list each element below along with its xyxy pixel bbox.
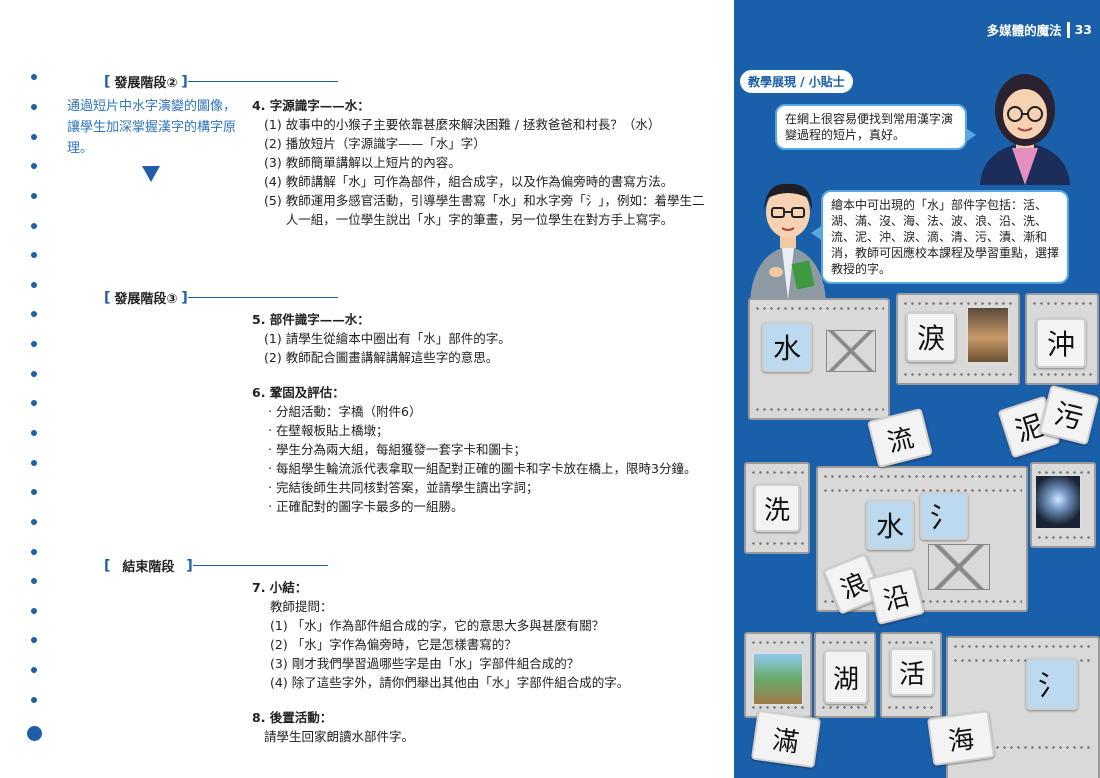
dot — [31, 282, 37, 288]
dot — [31, 578, 37, 584]
speech-bubble-female: 在網上很容易便找到常用漢字演變過程的短片，真好。 — [775, 104, 976, 150]
section-4: 4. 字源識字——水： (1)故事中的小猴子主要依靠甚麼來解決困難 / 拯救爸爸… — [252, 96, 712, 229]
list-item: (4)教師講解「水」可作為部件，組合成字，以及作為偏旁時的書寫方法。 — [264, 174, 674, 189]
picture-card-washing — [1034, 474, 1082, 530]
page-header: 多媒體的魔法 33 — [987, 20, 1092, 39]
char-card: 水 — [866, 500, 914, 550]
dot — [31, 460, 37, 466]
dot — [31, 163, 37, 169]
section-7: 7. 小結： 教師提問： (1)「水」作為部件組合成的字，它的意思大多與甚麼有關… — [252, 578, 712, 692]
char-card: 海 — [926, 709, 996, 767]
dot — [31, 400, 37, 406]
list-item: (1)請學生從繪本中圈出有「水」部件的字。 — [264, 331, 511, 346]
list-item: 請學生回家朗讀水部件字。 — [264, 729, 415, 744]
teacher-male-illustration — [750, 183, 826, 300]
list-item: ‧每組學生輪流派代表拿取一組配對正確的圖卡和字卡放在橋上，限時3分鐘。 — [268, 461, 697, 476]
dot — [31, 252, 37, 258]
list-item: (3)教師簡單講解以上短片的內容。 — [264, 155, 461, 170]
section-intro: 教師提問： — [270, 599, 333, 614]
list-item: (3)剛才我們學習過哪些字是由「水」字部件組合成的？ — [270, 656, 580, 671]
list-item: ‧學生分為兩大組，每組獲發一套字卡和圖卡； — [268, 442, 526, 457]
stage-heading-end: [結束階段] — [104, 556, 328, 575]
picture-card-crying — [966, 306, 1010, 364]
dot — [31, 667, 37, 673]
char-card: 水 — [762, 322, 812, 372]
dot — [31, 104, 37, 110]
dot — [31, 489, 37, 495]
char-card: 淚 — [906, 312, 956, 362]
list-item: ‧完結後師生共同核對答案，並請學生讀出字詞； — [268, 480, 539, 495]
dot — [31, 371, 37, 377]
dot — [31, 697, 37, 703]
list-item: (2)「水」字作為偏旁時，它是怎樣書寫的？ — [270, 637, 517, 652]
tips-tag: 教學展現 / 小貼士 — [740, 70, 853, 93]
side-note: 通過短片中水字演變的圖像，讓學生加深掌握漢字的構字原理。 — [67, 99, 237, 156]
dot — [31, 519, 37, 525]
chapter-title: 多媒體的魔法 — [986, 23, 1062, 38]
section-heading: 4. 字源識字——水： — [252, 98, 370, 113]
dot — [31, 637, 37, 643]
char-card: 沖 — [1036, 318, 1086, 368]
list-item: (2)播放短片（字源識字——「水」字） — [264, 136, 486, 151]
speech-bubble-male: 繪本中可出現的「水」部件字包括：活、湖、滿、沒、海、法、波、浪、沿、洗、流、泥、… — [811, 190, 1069, 284]
list-item: (1)故事中的小猴子主要依靠甚麼來解決困難 / 拯救爸爸和村長？（水） — [264, 117, 661, 132]
char-card: 活 — [890, 648, 934, 696]
char-card: 洗 — [754, 484, 800, 532]
char-card: 湖 — [824, 650, 868, 704]
dot — [31, 311, 37, 317]
section-heading: 8. 後置活動： — [252, 710, 333, 725]
list-item: ‧在壁報板貼上橋墩； — [268, 423, 389, 438]
section-heading: 6. 鞏固及評估： — [252, 385, 345, 400]
stage-heading-2: [發展階段②] — [104, 72, 338, 91]
dot — [31, 134, 37, 140]
section-heading: 7. 小結： — [252, 580, 308, 595]
char-card: 氵 — [1026, 658, 1078, 710]
dot — [31, 549, 37, 555]
dot-large — [27, 726, 42, 741]
section-8: 8. 後置活動： 請學生回家朗讀水部件字。 — [252, 708, 712, 746]
dot — [31, 223, 37, 229]
down-arrow-icon — [142, 166, 160, 182]
list-item: (4)除了這些字外，請你們舉出其他由「水」字部件組合成的字。 — [270, 675, 630, 690]
tips-panel: 多媒體的魔法 33 教學展現 / 小貼士 在網上很容易便找到常用漢字演變過程的短… — [734, 0, 1100, 778]
char-card: 氵 — [920, 492, 968, 540]
section-5: 5. 部件識字——水： (1)請學生從繪本中圈出有「水」部件的字。 (2)教師配… — [252, 310, 712, 367]
list-item: (1)「水」作為部件組合成的字，它的意思大多與甚麼有關？ — [270, 618, 605, 633]
dot — [31, 193, 37, 199]
picture-card-river — [752, 652, 804, 706]
stage-heading-3: [發展階段③] — [104, 288, 338, 307]
list-item: ‧分組活動：字橋（附件6） — [268, 404, 422, 419]
dot — [31, 608, 37, 614]
dot — [31, 74, 37, 80]
list-item: (5)教師運用多感官活動，引導學生書寫「水」和水字旁「氵」，例如：着學生二人一組… — [264, 193, 705, 227]
dot — [31, 430, 37, 436]
char-card: 滿 — [750, 709, 822, 769]
section-6: 6. 鞏固及評估： ‧分組活動：字橋（附件6） ‧在壁報板貼上橋墩； ‧學生分為… — [252, 383, 712, 516]
page-number: 33 — [1074, 22, 1092, 37]
section-heading: 5. 部件識字——水： — [252, 312, 370, 327]
list-item: (2)教師配合圖畫講解講解這些字的意思。 — [264, 350, 499, 365]
dot — [31, 341, 37, 347]
teacher-female-illustration — [980, 74, 1070, 185]
list-item: ‧正確配對的圖字卡最多的一組勝。 — [268, 499, 464, 514]
